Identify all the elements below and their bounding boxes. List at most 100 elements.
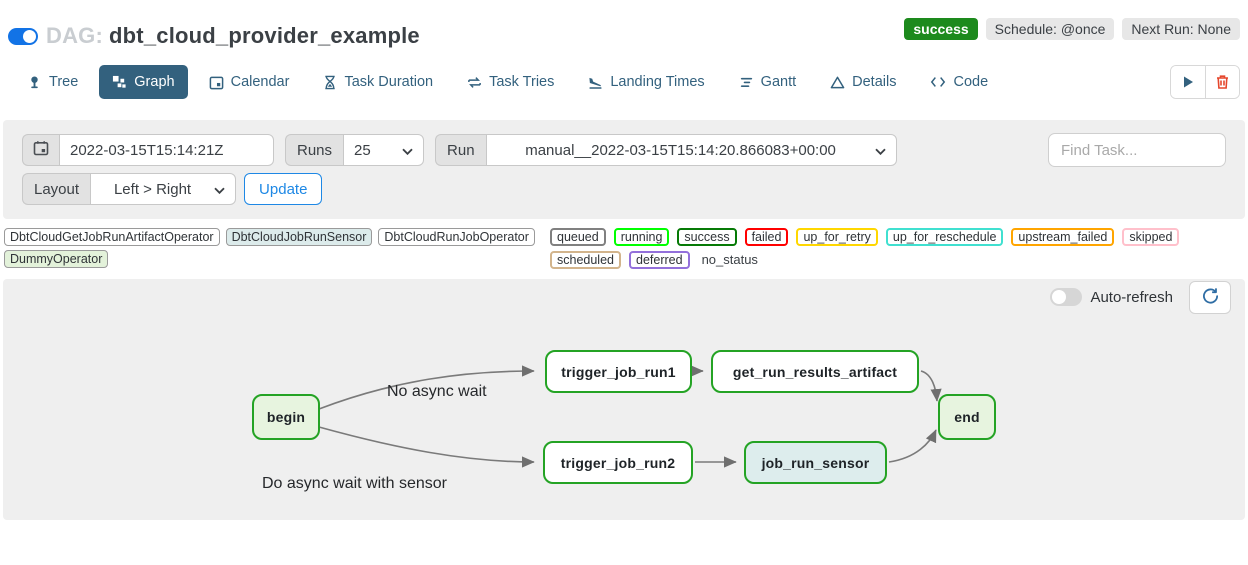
tree-icon — [27, 75, 42, 90]
tab-label: Task Tries — [489, 74, 555, 90]
task-node-end[interactable]: end — [938, 394, 996, 440]
gantt-bars-icon — [739, 75, 754, 90]
dag-pause-toggle[interactable] — [8, 27, 38, 45]
tab-task-tries[interactable]: Task Tries — [454, 65, 567, 99]
edge-artifact-end — [920, 370, 942, 402]
tab-task-duration[interactable]: Task Duration — [310, 65, 446, 99]
tab-code[interactable]: Code — [917, 65, 1001, 99]
code-icon — [930, 75, 946, 89]
page-title: DAG:dbt_cloud_provider_example — [46, 23, 420, 49]
tab-calendar[interactable]: Calendar — [196, 65, 303, 99]
run-group: Run manual__2022-03-15T15:14:20.866083+0… — [435, 134, 897, 166]
state-badge-running: running — [613, 228, 670, 246]
calendar-icon — [209, 75, 224, 90]
calendar-icon — [33, 140, 49, 160]
next-run-badge: Next Run: None — [1122, 18, 1240, 40]
tab-landing-times[interactable]: Landing Times — [575, 65, 717, 99]
date-group — [22, 134, 274, 166]
filter-panel: Runs 25 Run manual__2022-03-15T15:14:20.… — [3, 120, 1245, 219]
layout-select-value: Left > Right — [113, 180, 192, 198]
dag-actions — [1170, 65, 1240, 99]
task-node-job-run-sensor[interactable]: job_run_sensor — [744, 441, 887, 484]
task-node-begin[interactable]: begin — [252, 394, 320, 440]
tab-label: Task Duration — [344, 74, 434, 90]
num-runs-value: 25 — [354, 141, 371, 159]
schedule-badge: Schedule: @once — [985, 18, 1115, 40]
toggle-knob — [1052, 290, 1067, 304]
task-node-get-run-results-artifact[interactable]: get_run_results_artifact — [711, 350, 919, 393]
chevron-down-icon — [214, 181, 225, 198]
legend: DbtCloudGetJobRunArtifactOperator DbtClo… — [0, 219, 1248, 275]
edge-begin-trigger2 — [318, 426, 535, 468]
task-node-trigger-job-run2[interactable]: trigger_job_run2 — [543, 441, 693, 484]
layout-select[interactable]: Left > Right — [90, 173, 237, 205]
update-button[interactable]: Update — [244, 173, 323, 205]
operator-badge[interactable]: DbtCloudJobRunSensor — [225, 228, 373, 246]
edge-begin-trigger1 — [318, 365, 535, 410]
runs-group: Runs 25 — [285, 134, 425, 166]
calendar-addon[interactable] — [22, 134, 59, 166]
tab-label: Code — [953, 74, 989, 90]
layout-group: Layout Left > Right — [22, 173, 237, 205]
auto-refresh-control: Auto-refresh — [1050, 288, 1173, 306]
find-task-input[interactable] — [1048, 133, 1226, 167]
chevron-down-icon — [874, 142, 886, 159]
view-tabs: Tree Graph Calendar Task Duration Task T… — [0, 62, 1248, 102]
triangle-icon — [830, 75, 845, 90]
num-runs-select[interactable]: 25 — [343, 134, 425, 166]
filter-row-2: Layout Left > Right Update — [22, 173, 1226, 205]
auto-refresh-toggle[interactable] — [1050, 288, 1083, 306]
state-legend: queued running success failed up_for_ret… — [550, 228, 1244, 269]
edge-label-no-async-wait: No async wait — [387, 383, 487, 400]
state-badge-up-for-reschedule: up_for_reschedule — [885, 228, 1004, 246]
state-label-no-status: no_status — [701, 252, 758, 267]
tab-label: Tree — [49, 74, 79, 90]
plane-landing-icon — [588, 75, 603, 90]
graph-edges — [318, 365, 942, 468]
operator-badge[interactable]: DummyOperator — [4, 250, 109, 268]
runs-label: Runs — [285, 134, 344, 166]
state-badge-up-for-retry: up_for_retry — [796, 228, 878, 246]
dag-name: dbt_cloud_provider_example — [109, 23, 420, 48]
filter-row-1: Runs 25 Run manual__2022-03-15T15:14:20.… — [22, 133, 1226, 167]
repeat-icon — [467, 75, 482, 90]
delete-dag-button[interactable] — [1205, 66, 1239, 98]
layout-label: Layout — [22, 173, 91, 205]
tab-graph[interactable]: Graph — [99, 65, 188, 99]
tab-tree[interactable]: Tree — [14, 65, 91, 99]
dag-graph-canvas[interactable]: No async wait Do async wait with sensor … — [3, 279, 1245, 520]
edge-sensor-end — [888, 429, 937, 463]
state-badge-skipped: skipped — [1122, 228, 1180, 246]
tab-details[interactable]: Details — [817, 65, 909, 99]
auto-refresh-label: Auto-refresh — [1090, 288, 1173, 306]
dag-header: DAG:dbt_cloud_provider_example success S… — [0, 0, 1248, 62]
tab-label: Gantt — [760, 74, 797, 90]
base-date-input[interactable] — [59, 134, 274, 166]
chevron-down-icon — [402, 142, 413, 159]
state-badge-deferred: deferred — [629, 250, 690, 269]
state-badge-success: success — [677, 228, 737, 246]
tab-label: Landing Times — [610, 74, 705, 90]
hourglass-icon — [323, 75, 337, 90]
operator-badge[interactable]: DbtCloudRunJobOperator — [378, 228, 535, 246]
task-node-trigger-job-run1[interactable]: trigger_job_run1 — [545, 350, 692, 393]
run-select-value: manual__2022-03-15T15:14:20.866083+00:00 — [525, 141, 836, 159]
trigger-dag-button[interactable] — [1171, 66, 1205, 98]
edge-label-do-async-wait: Do async wait with sensor — [262, 475, 447, 492]
run-select[interactable]: manual__2022-03-15T15:14:20.866083+00:00 — [485, 134, 897, 166]
state-badge-queued: queued — [550, 228, 606, 246]
state-badge-failed: failed — [744, 228, 789, 246]
toggle-knob — [23, 29, 36, 43]
status-badge: success — [904, 18, 978, 40]
refresh-icon — [1202, 287, 1219, 309]
tab-label: Details — [852, 74, 897, 90]
dag-title-prefix: DAG: — [46, 23, 104, 48]
tab-gantt[interactable]: Gantt — [726, 65, 809, 99]
operator-badge[interactable]: DbtCloudGetJobRunArtifactOperator — [4, 228, 220, 246]
header-badges: success Schedule: @once Next Run: None — [904, 18, 1240, 40]
graph-icon — [112, 75, 127, 90]
tab-label: Graph — [134, 74, 175, 90]
tab-label: Calendar — [230, 74, 290, 90]
operator-legend: DbtCloudGetJobRunArtifactOperator DbtClo… — [4, 228, 550, 268]
refresh-button[interactable] — [1189, 281, 1231, 314]
